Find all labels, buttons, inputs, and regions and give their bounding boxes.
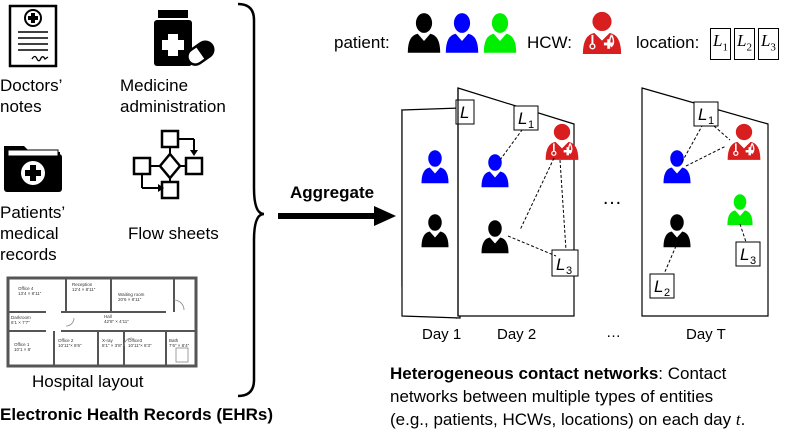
svg-text:L: L xyxy=(698,105,707,124)
legend-patient-label: patient: xyxy=(334,32,390,53)
day2-label: Day 2 xyxy=(497,326,536,344)
dayT-l1-sub: 1 xyxy=(708,115,714,127)
caption-line3: (e.g., patients, HCWs, locations) on eac… xyxy=(390,408,795,431)
legend-location-label: location: xyxy=(636,32,699,53)
day1-label-text: Day 1 xyxy=(422,326,462,343)
legend-patient-text: patient: xyxy=(334,33,390,52)
svg-text:L: L xyxy=(518,109,527,128)
hospital-layout-label: Hospital layout xyxy=(32,371,144,392)
dayT-l2-sub: 2 xyxy=(664,287,670,299)
legend-location-box-2: L2 xyxy=(733,28,755,61)
medical-records-folder-icon xyxy=(4,146,62,192)
aggregate-text: Aggregate xyxy=(290,183,375,202)
ehr-footer-text: Electronic Health Records (EHRs) xyxy=(0,405,274,424)
legend-hcw-text: HCW: xyxy=(527,33,573,52)
room-bath-dim: 7’6” × 8’4” xyxy=(169,343,190,348)
dayT-label-text: Day T xyxy=(686,326,726,343)
aggregate-label: Aggregate xyxy=(290,182,374,203)
room-hall: Hall xyxy=(104,314,112,319)
room-office3: Office3 xyxy=(128,338,143,343)
room-xray-dim: 8’1” × 3’8” xyxy=(102,343,123,348)
contact-networks: L L 1 L 3 … L 1 L 3 L 2 xyxy=(401,87,769,320)
caption-rest1: : Contact xyxy=(658,364,727,383)
svg-text:L: L xyxy=(556,255,565,274)
legend-patient-blue-icon xyxy=(444,10,480,54)
day2-label-text: Day 2 xyxy=(497,326,537,343)
legend-patient-green-icon xyxy=(482,10,518,54)
room-waiting: Waiting room xyxy=(118,292,145,297)
day1-location-box xyxy=(455,99,475,125)
patients-records-label: Patients’ medical records xyxy=(0,202,90,265)
room-reception-dim: 12’4 × 8’11” xyxy=(72,287,96,292)
room-darkroom: Darkroom xyxy=(11,315,31,320)
room-office4: Office 4 xyxy=(18,286,34,291)
legend-location-text: location: xyxy=(636,33,700,52)
doctors-notes-text: Doctors’ notes xyxy=(0,76,62,116)
room-office1: Office 1 xyxy=(14,342,30,347)
svg-text:L: L xyxy=(740,245,749,264)
room-office1-dim: 10’1 × 8’ xyxy=(14,347,31,352)
room-office2: Office 2 xyxy=(58,338,74,343)
days-ellipsis-label: … xyxy=(606,324,621,342)
day1-label: Day 1 xyxy=(422,326,461,344)
day2-l1-sub: 1 xyxy=(528,119,534,131)
legend-location-boxes: L1 L2 L3 xyxy=(710,28,779,61)
legend-hcw-icon xyxy=(580,10,624,54)
caption-line1: Heterogeneous contact networks: Contact xyxy=(390,362,795,385)
room-hall-dim: 42’8” × 4’11” xyxy=(104,319,129,324)
svg-text:L: L xyxy=(654,277,663,296)
room-office4-dim: 13’4 × 8’11” xyxy=(18,291,42,296)
room-xray: X-ray xyxy=(102,338,114,343)
days-ellipsis-text: … xyxy=(606,324,621,341)
medicine-admin-text: Medicine administration xyxy=(120,76,226,116)
caption-line3-text: (e.g., patients, HCWs, locations) on eac… xyxy=(390,410,736,429)
patients-records-text: Patients’ medical records xyxy=(0,203,65,264)
doctors-notes-label: Doctors’ notes xyxy=(0,75,80,117)
legend-location-box-1: L1 xyxy=(710,28,731,61)
legend-hcw-label: HCW: xyxy=(527,32,572,53)
flow-sheets-label: Flow sheets xyxy=(128,223,219,244)
caption-bold: Heterogeneous contact networks xyxy=(390,364,659,383)
caption: Heterogeneous contact networks: Contact … xyxy=(390,362,795,431)
grouping-brace xyxy=(237,2,265,398)
hospital-layout-text: Hospital layout xyxy=(32,372,144,391)
room-office3-dim: 10’11”× 8’3” xyxy=(128,343,152,348)
caption-line2: networks between multiple types of entit… xyxy=(390,387,714,406)
flow-sheets-text: Flow sheets xyxy=(128,224,219,243)
medicine-admin-label: Medicine administration xyxy=(120,75,250,117)
caption-t-var: t xyxy=(735,410,741,429)
dayT-l3-sub: 3 xyxy=(750,255,756,267)
ehr-footer-label: Electronic Health Records (EHRs) xyxy=(0,404,273,425)
room-waiting-dim: 20’6 × 8’11” xyxy=(118,297,142,302)
caption-line3-end: . xyxy=(740,410,746,429)
hospital-floorplan: Office 4 13’4 × 8’11” Reception 12’4 × 8… xyxy=(6,276,198,368)
svg-text:L: L xyxy=(460,103,469,122)
legend-patient-black-icon xyxy=(406,10,442,54)
flow-sheet-icon xyxy=(132,129,204,200)
legend-location-box-3: L3 xyxy=(757,28,779,61)
room-darkroom-dim: 6’1 × 7’7” xyxy=(11,320,30,325)
aggregate-arrow xyxy=(278,206,396,226)
room-office2-dim: 10’11”× 8’6” xyxy=(58,343,82,348)
doctors-notes-icon xyxy=(8,4,58,68)
room-bath: Bath xyxy=(169,338,179,343)
room-reception: Reception xyxy=(72,282,93,287)
medicine-bottle-icon xyxy=(154,10,215,66)
day2-l3-sub: 3 xyxy=(566,265,572,277)
dayT-label: Day T xyxy=(686,326,726,344)
planes-ellipsis: … xyxy=(602,187,622,209)
